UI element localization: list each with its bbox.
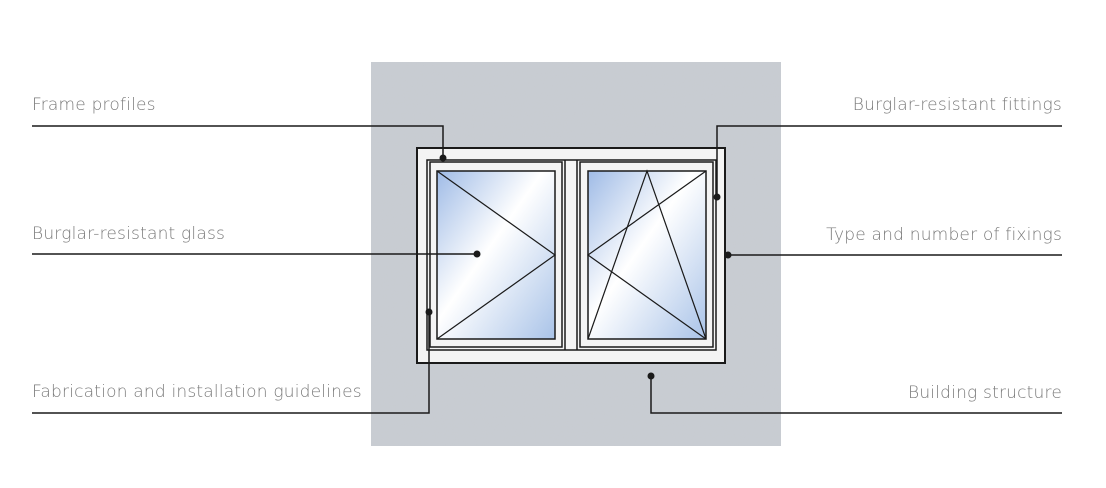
label-burglar-resistant-fittings: Burglar-resistant fittings <box>852 95 1062 115</box>
label-fixings: Type and number of fixings <box>826 225 1062 245</box>
leader-fittings <box>716 125 1062 197</box>
dot-fabrication <box>425 308 433 316</box>
leader-frame-profiles <box>32 125 444 158</box>
label-burglar-resistant-glass: Burglar-resistant glass <box>32 224 226 244</box>
left-sash <box>429 161 563 348</box>
right-sash <box>579 161 714 348</box>
leader-building-structure <box>650 376 1062 414</box>
dot-fittings <box>713 193 721 201</box>
label-fabrication-guidelines: Fabrication and installation guidelines <box>32 382 362 402</box>
label-frame-profiles: Frame profiles <box>32 95 156 115</box>
label-building-structure: Building structure <box>908 383 1062 403</box>
dot-burglar-glass <box>473 250 481 258</box>
dot-fixings <box>724 251 732 259</box>
dot-building-structure <box>647 372 655 380</box>
leader-fabrication <box>32 312 430 414</box>
dot-frame-profiles <box>439 154 447 162</box>
